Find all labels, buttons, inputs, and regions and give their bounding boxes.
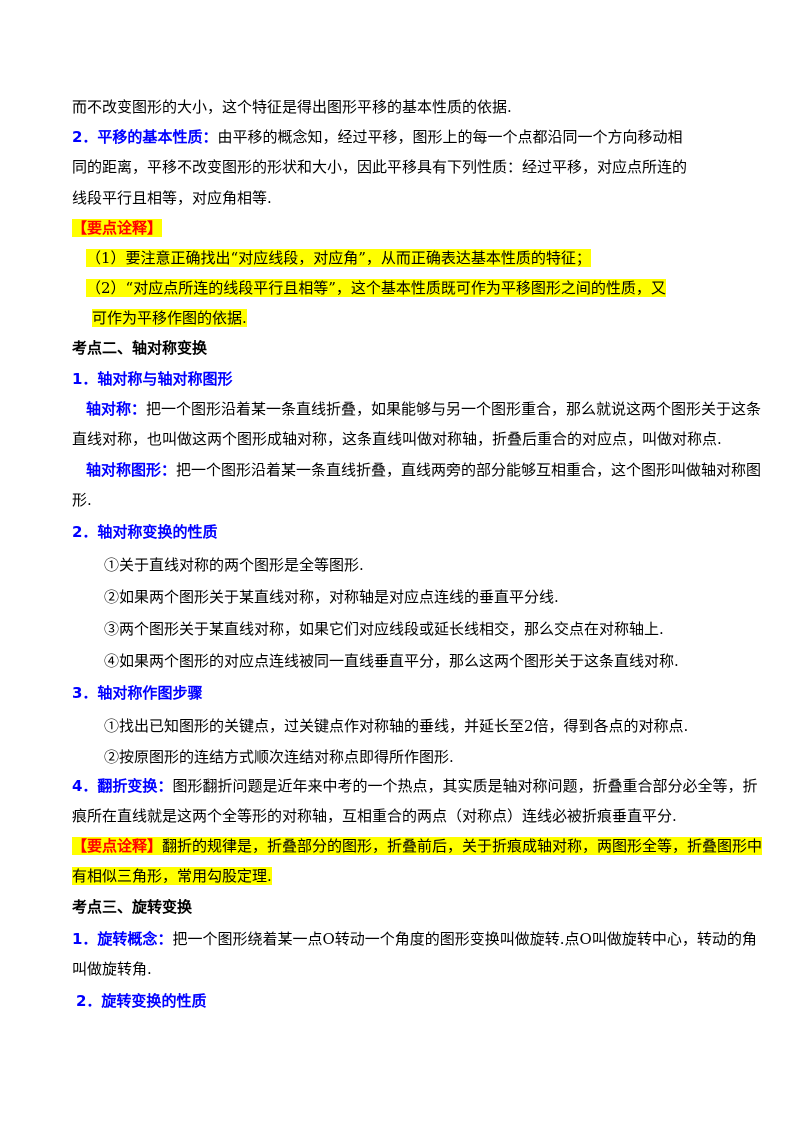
section-heading: 2．旋转变换的性质 (76, 992, 207, 1010)
paragraph-text: 由平移的概念知，经过平移，图形上的每一个点都沿同一个方向移动相 (217, 128, 683, 146)
text-line: 同的距离，平移不改变图形的形状和大小，因此平移具有下列性质：经过平移，对应点所连… (72, 158, 688, 176)
text-line: 痕所在直线就是这两个全等形的对称轴，互相重合的两点（对称点）连线必被折痕垂直平分… (72, 807, 677, 825)
list-item: ①关于直线对称的两个图形是全等图形. (104, 556, 364, 574)
section-heading: 1．旋转概念： (72, 930, 173, 948)
text-line: 2．平移的基本性质：由平移的概念知，经过平移，图形上的每一个点都沿同一个方向移动… (72, 127, 682, 147)
list-item: ②如果两个图形关于某直线对称，对称轴是对应点连线的垂直平分线. (104, 588, 559, 606)
paragraph-text: 把一个图形沿着某一条直线折叠，直线两旁的部分能够互相重合，这个图形叫做轴对称图 (176, 461, 762, 479)
text-line: 4．翻折变换：图形翻折问题是近年来中考的一个热点，其实质是轴对称问题，折叠重合部… (72, 776, 757, 796)
highlighted-note: （1）要注意正确找出“对应线段，对应角”，从而正确表达基本性质的特征； (86, 249, 591, 267)
text-line: 1．旋转概念：把一个图形绕着某一点O转动一个角度的图形变换叫做旋转.点O叫做旋转… (72, 929, 757, 949)
key-point-tag: 【要点诠释】 (72, 837, 163, 855)
topic-heading: 考点三、旋转变换 (72, 898, 193, 916)
highlighted-note: 有相似三角形，常用勾股定理. (72, 867, 272, 885)
text-line: 轴对称图形：把一个图形沿着某一条直线折叠，直线两旁的部分能够互相重合，这个图形叫… (86, 460, 761, 480)
text-line: 而不改变图形的大小，这个特征是得出图形平移的基本性质的依据. (72, 98, 512, 116)
text-line: 形. (72, 491, 92, 509)
paragraph-text: 把一个图形绕着某一点O转动一个角度的图形变换叫做旋转.点O叫做旋转中心，转动的角 (172, 930, 757, 948)
text-line: 直线对称，也叫做这两个图形成轴对称，这条直线叫做对称轴，折叠后重合的对应点，叫做… (72, 430, 722, 448)
highlighted-note: 【要点诠释】翻折的规律是，折叠部分的图形，折叠前后，关于折痕成轴对称，两图形全等… (72, 836, 763, 856)
list-item: ④如果两个图形的对应点连线被同一直线垂直平分，那么这两个图形关于这条直线对称. (104, 652, 679, 670)
paragraph-text: 图形翻折问题是近年来中考的一个热点，其实质是轴对称问题，折叠重合部分必全等，折 (172, 777, 758, 795)
term-label: 轴对称图形： (86, 461, 177, 479)
topic-heading: 考点二、轴对称变换 (72, 339, 208, 357)
text-line: 轴对称：把一个图形沿着某一条直线折叠，如果能够与另一个图形重合，那么就说这两个图… (86, 399, 761, 419)
text-line: 叫做旋转角. (72, 960, 152, 978)
section-heading: 1．轴对称与轴对称图形 (72, 370, 233, 388)
list-item: ②按原图形的连结方式顺次连结对称点即得所作图形. (104, 748, 454, 766)
highlighted-note: 可作为平移作图的依据. (92, 309, 247, 327)
paragraph-text: 把一个图形沿着某一条直线折叠，如果能够与另一个图形重合，那么就说这两个图形关于这… (146, 400, 762, 418)
section-heading: 2．平移的基本性质： (72, 128, 218, 146)
section-heading: 2．轴对称变换的性质 (72, 523, 218, 541)
paragraph-text: 翻折的规律是，折叠部分的图形，折叠前后，关于折痕成轴对称，两图形全等，折叠图形中 (162, 837, 763, 855)
section-heading: 4．翻折变换： (72, 777, 173, 795)
highlighted-note: （2）“对应点所连的线段平行且相等”，这个基本性质既可作为平移图形之间的性质，又 (86, 279, 666, 297)
key-point-tag: 【要点诠释】 (72, 219, 163, 237)
list-item: ①找出已知图形的关键点，过关键点作对称轴的垂线，并延长至2倍，得到各点的对称点. (104, 717, 689, 735)
list-item: ③两个图形关于某直线对称，如果它们对应线段或延长线相交，那么交点在对称轴上. (104, 620, 664, 638)
section-heading: 3．轴对称作图步骤 (72, 684, 203, 702)
text-line: 线段平行且相等，对应角相等. (72, 189, 272, 207)
term-label: 轴对称： (86, 400, 147, 418)
